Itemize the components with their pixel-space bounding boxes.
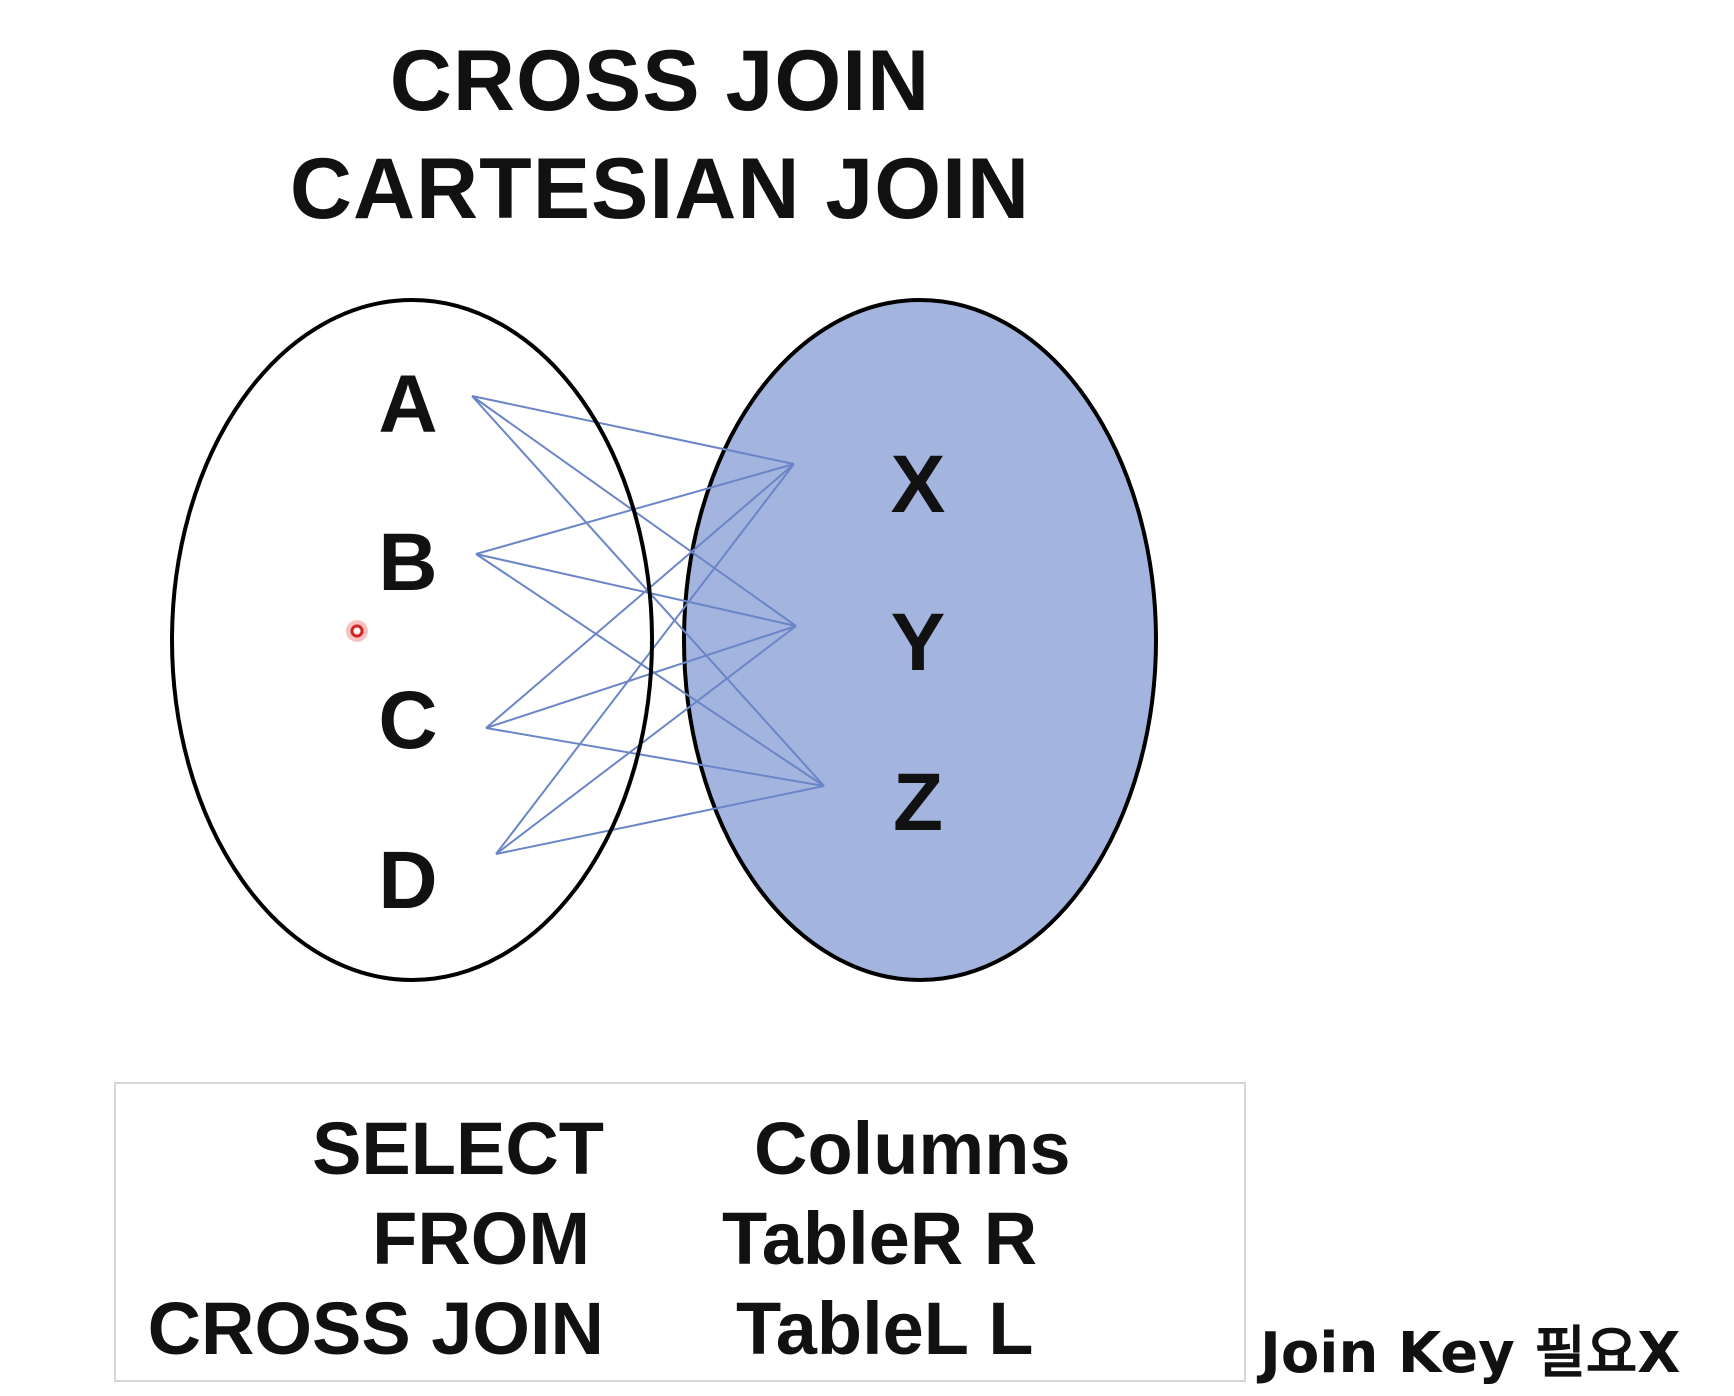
- right-set-ellipse: [682, 298, 1158, 982]
- join-key-note: Join Key 필요X: [1260, 1321, 1681, 1386]
- connector-d-y: [495, 625, 797, 855]
- left-set-ellipse: [170, 298, 654, 982]
- sql-from-value: TableR R: [722, 1197, 1038, 1280]
- title-line-2: CARTESIAN JOIN: [289, 141, 1031, 237]
- connector-a-x: [471, 395, 795, 465]
- sql-select-keyword: SELECT: [312, 1107, 604, 1190]
- connector-c-z: [485, 727, 825, 787]
- left-node-a: A: [378, 359, 437, 450]
- connector-b-y: [475, 553, 797, 627]
- title-line-1: CROSS JOIN: [389, 33, 931, 129]
- left-node-b: B: [378, 517, 437, 608]
- sql-select-value: Columns: [754, 1107, 1071, 1190]
- sql-cross-join-keyword: CROSS JOIN: [147, 1287, 604, 1370]
- mouse-pointer-indicator: [346, 620, 368, 642]
- connector-d-z: [495, 785, 825, 855]
- connector-c-y: [485, 625, 797, 729]
- sql-cross-join-value: TableL L: [736, 1287, 1034, 1370]
- right-node-y: Y: [891, 597, 946, 688]
- sql-from-keyword: FROM: [372, 1197, 590, 1280]
- right-node-z: Z: [893, 757, 943, 848]
- connector-c-x: [485, 463, 795, 729]
- sql-query-box: [114, 1082, 1246, 1382]
- right-node-x: X: [891, 439, 946, 530]
- left-node-c: C: [378, 675, 437, 766]
- connector-d-x: [495, 463, 795, 855]
- left-node-d: D: [378, 835, 437, 926]
